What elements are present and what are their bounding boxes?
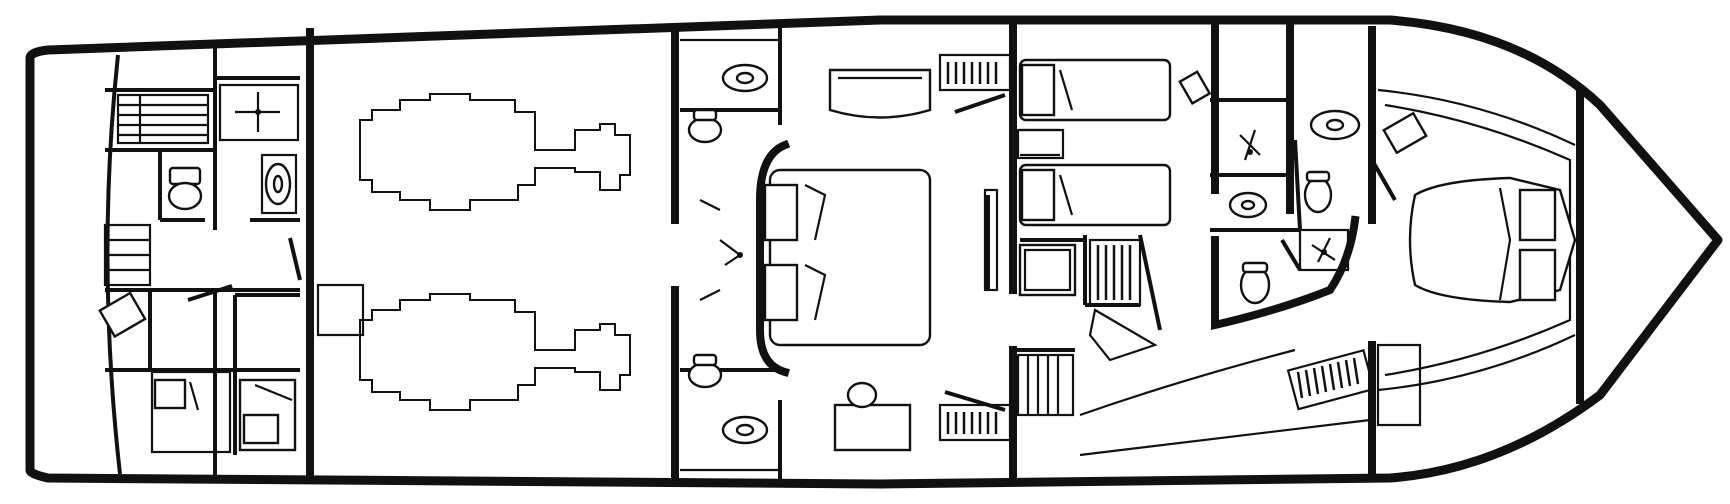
forward-hanging-locker xyxy=(1286,348,1376,411)
companionway-stairs xyxy=(1083,234,1162,331)
forward-toilet-icon xyxy=(1239,261,1271,305)
aft-toilet-icon xyxy=(167,166,203,211)
aft-door-1 xyxy=(288,237,302,281)
master-sink-lower xyxy=(721,415,769,445)
master-sofa xyxy=(828,68,932,119)
aft-sink-icon xyxy=(260,153,298,215)
lower-stairs xyxy=(1013,308,1158,417)
master-hanging-locker-lower xyxy=(938,403,1012,442)
master-hanging-locker-upper xyxy=(938,53,1012,92)
guest-berth-upper xyxy=(1018,58,1172,122)
aft-shower xyxy=(218,83,300,142)
master-berth xyxy=(768,168,932,347)
engine-starboard xyxy=(359,293,631,411)
aft-stairs-upper xyxy=(116,93,210,145)
forward-shower-2-icon xyxy=(1298,228,1350,272)
aft-crew-bunk xyxy=(150,370,297,454)
aft-stairs-lower xyxy=(103,223,152,287)
engine-port xyxy=(359,93,631,211)
aft-door-2 xyxy=(187,284,233,302)
guest-berth-lower xyxy=(1018,163,1172,227)
hull-outline xyxy=(25,15,1723,489)
forward-sink-icon xyxy=(1228,191,1268,219)
aft-locker-icon xyxy=(98,291,147,339)
forward-stateroom xyxy=(1370,88,1577,392)
forward-toilet-2-icon xyxy=(1303,170,1333,214)
passage-hatch xyxy=(1016,128,1065,160)
master-door-lower xyxy=(944,390,1006,412)
transom-line xyxy=(105,54,122,475)
guest-cabin xyxy=(983,58,1212,297)
forward-sink-2-icon xyxy=(1309,109,1361,141)
master-door-upper xyxy=(954,93,1006,114)
master-head-toilet-lower xyxy=(687,353,723,389)
master-head-toilet-upper xyxy=(687,108,723,144)
guest-desk xyxy=(1018,243,1077,297)
master-stateroom xyxy=(680,28,932,480)
forward-locker-icon xyxy=(1382,111,1428,155)
forward-shower-icon xyxy=(1239,129,1261,161)
forward-head xyxy=(1210,98,1361,331)
master-sink-upper xyxy=(721,63,769,93)
engine-room-hatch xyxy=(316,283,365,337)
side-deck-curve xyxy=(1079,348,1371,457)
master-vanity xyxy=(833,381,912,452)
